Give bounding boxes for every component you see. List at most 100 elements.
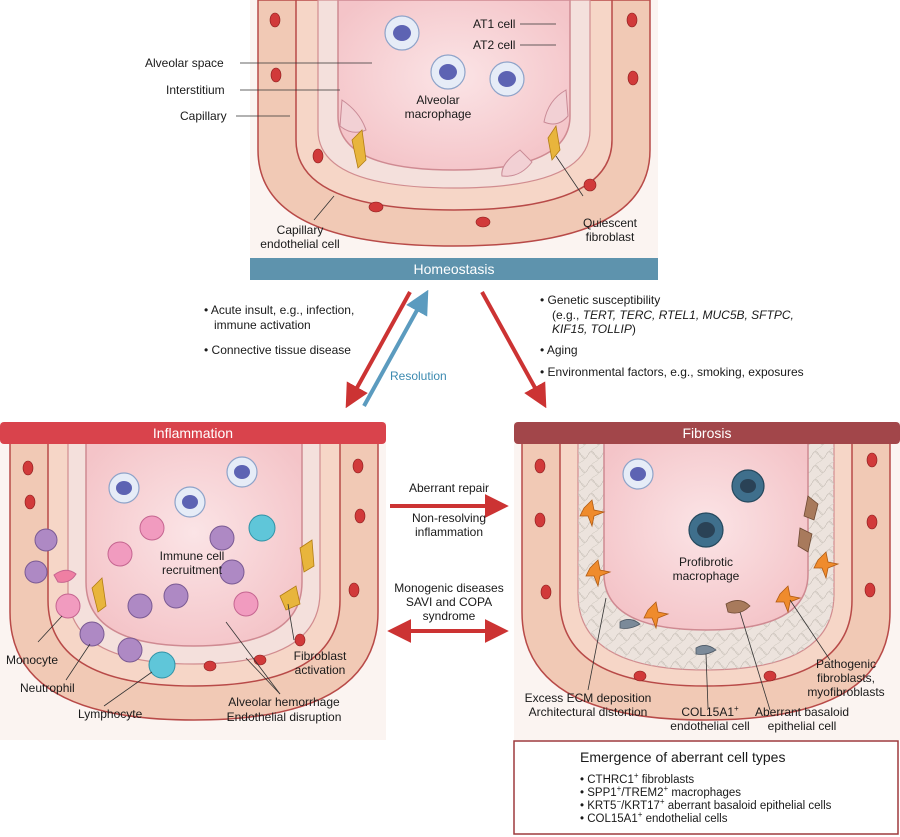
label-aberrant-repair: Aberrant repair [409, 481, 489, 495]
trigger-right-line2-prefix: (e.g., [552, 308, 583, 322]
emergence-item-bullet: • [580, 787, 587, 799]
label-interstitium: Interstitium [166, 83, 225, 97]
emergence-item-sup1: − [616, 797, 621, 806]
label-basaloid-line1: Aberrant basaloid [755, 705, 849, 719]
emergence-title: Emergence of aberrant cell types [580, 749, 785, 765]
quiescent-fibroblasts [351, 124, 561, 169]
trigger-left-line2: immune activation [214, 318, 311, 332]
label-monocyte: Monocyte [6, 653, 58, 667]
label-at2-cell: AT2 cell [473, 38, 515, 52]
emergence-item-part1: CTHRC1 [587, 774, 634, 786]
label-basaloid-line2: epithelial cell [768, 719, 837, 733]
trigger-right-line3-genes: KIF15, TOLLIP [552, 322, 632, 336]
emergence-item-part3: aberrant basaloid epithelial cells [665, 800, 832, 812]
fibrosis-panel: Fibrosis [514, 422, 900, 740]
label-ecm-line1: Excess ECM deposition [525, 691, 652, 705]
emergence-border [513, 740, 899, 835]
label-hemorrhage-line2: Endothelial disruption [227, 710, 342, 724]
label-col15a1-line2: endothelial cell [670, 719, 749, 733]
label-col15a1-sup: + [734, 704, 739, 713]
fibrosis-header [514, 422, 900, 444]
label-lymphocyte: Lymphocyte [78, 707, 143, 721]
aberrant-basaloid-cells [725, 495, 819, 614]
trigger-right-line2: (e.g., TERT, TERC, RTEL1, MUC5B, SFTPC, [552, 308, 794, 322]
emergence-item-part2: /KRT17 [621, 800, 660, 812]
inflammation-panel: Inflammation [0, 422, 386, 740]
emergence-item-sup1: + [638, 810, 643, 819]
trigger-right-line5: • Environmental factors, e.g., smoking, … [540, 365, 804, 379]
arrow-to-inflammation [345, 291, 412, 409]
label-quiescent-fibroblast-line2: fibroblast [586, 230, 635, 244]
fibrosis-macrophages [622, 458, 765, 548]
pathogenic-fibroblasts [579, 499, 840, 630]
red-blood-cells [269, 12, 639, 228]
label-immune-recruitment-line2: recruitment [162, 563, 223, 577]
label-non-resolving-line1: Non-resolving [412, 511, 486, 525]
trigger-left-line1: • Acute insult, e.g., infection, [204, 303, 354, 317]
emergence-item-part2: endothelial cells [642, 813, 727, 825]
emergence-item: • SPP1+/TREM2+ macrophages [580, 784, 741, 799]
emergence-item-bullet: • [580, 774, 587, 786]
label-alveolar-space: Alveolar space [145, 56, 224, 70]
label-capillary: Capillary [180, 109, 227, 123]
inflammation-leader-lines [37, 603, 295, 707]
label-at1-cell: AT1 cell [473, 17, 515, 31]
emergence-item-bullet: • [580, 813, 587, 825]
arrow-to-fibrosis [480, 291, 547, 409]
label-col15a1-text: COL15A1 [681, 705, 734, 719]
label-monogenic-line1: Monogenic diseases [394, 581, 503, 595]
homeostasis-leader-lines [236, 23, 584, 221]
label-col15a1-line1: COL15A1+ [681, 704, 739, 719]
immune-cells [24, 514, 276, 679]
label-neutrophil: Neutrophil [20, 681, 75, 695]
homeostasis-header-text: Homeostasis [414, 261, 495, 277]
emergence-item-part1: KRT5 [587, 800, 616, 812]
label-pathogenic-line1: Pathogenic [816, 657, 876, 671]
col15a1-endothelial-cells [619, 619, 717, 655]
fibrosis-leader-lines [587, 597, 831, 711]
alveolar-macrophages [384, 15, 525, 97]
emergence-item-sup2: + [660, 797, 665, 806]
emergence-item: • CTHRC1+ fibroblasts [580, 771, 694, 786]
emergence-item-sup1: + [617, 784, 622, 793]
emergence-item-part1: COL15A1 [587, 813, 638, 825]
label-alveolar-macrophage-line1: Alveolar [416, 93, 459, 107]
label-capillary-endothelial-line1: Capillary [277, 223, 324, 237]
label-ecm-line2: Architectural distortion [529, 705, 648, 719]
trigger-right-line4: • Aging [540, 343, 578, 357]
emergence-item: • COL15A1+ endothelial cells [580, 810, 728, 825]
homeostasis-panel: Alveolar space Interstitium Capillary AT… [145, 0, 658, 280]
emergence-item-sup2: + [664, 784, 669, 793]
emergence-item-part2: fibroblasts [639, 774, 695, 786]
emergence-item-part3: macrophages [668, 787, 741, 799]
resolution-label: Resolution [390, 369, 447, 383]
label-capillary-endothelial-line2: endothelial cell [260, 237, 339, 251]
at2-cells [339, 89, 569, 177]
inflammation-red-blood-cells [22, 458, 366, 672]
emergence-item: • KRT5−/KRT17+ aberrant basaloid epithel… [580, 797, 832, 812]
transition-arrows [345, 289, 547, 409]
activated-fibroblasts [91, 539, 315, 613]
emergence-item-part1: SPP1 [587, 787, 616, 799]
label-immune-recruitment-line1: Immune cell [160, 549, 225, 563]
label-fibroblast-activation-line1: Fibroblast [294, 649, 347, 663]
label-pathogenic-line3: myofibroblasts [807, 685, 884, 699]
inflammation-macrophages [108, 456, 258, 518]
middle-arrows [387, 494, 509, 643]
trigger-right-line3-suffix: ) [632, 322, 636, 336]
label-pathogenic-line2: fibroblasts, [817, 671, 875, 685]
emergence-item-part2: /TREM2 [621, 787, 663, 799]
homeostasis-header [250, 258, 658, 280]
trigger-right-line1: • Genetic susceptibility [540, 293, 660, 307]
fibrosis-red-blood-cells [534, 452, 878, 682]
arrow-resolution [362, 289, 429, 407]
inflammation-header-text: Inflammation [153, 425, 233, 441]
label-monogenic-line2: SAVI and COPA [406, 595, 492, 609]
label-alveolar-macrophage-line2: macrophage [405, 107, 472, 121]
emergence-item-bullet: • [580, 800, 587, 812]
label-hemorrhage-line1: Alveolar hemorrhage [228, 695, 340, 709]
inflammation-header [0, 422, 386, 444]
trigger-left-line3: • Connective tissue disease [204, 343, 351, 357]
label-profibrotic-line1: Profibrotic [679, 555, 733, 569]
